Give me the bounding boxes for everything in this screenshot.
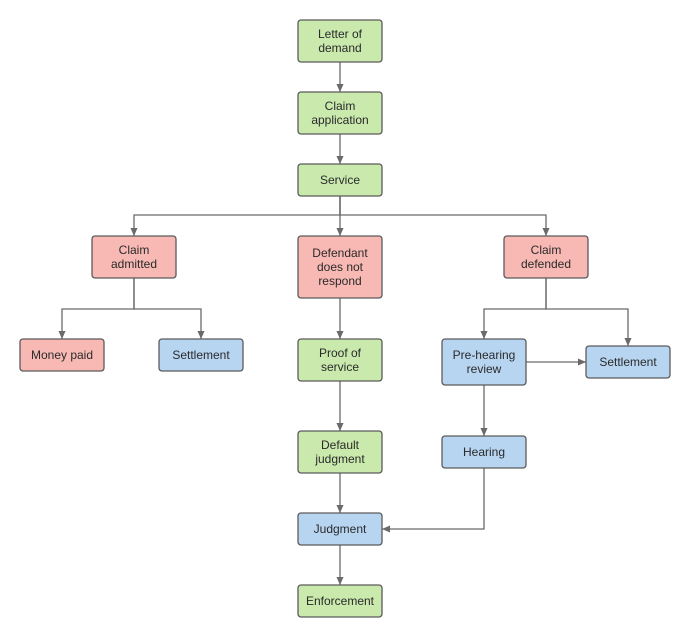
node-label: Default [321, 438, 360, 452]
node-label: admitted [111, 257, 157, 271]
connector-claim-admitted-to-money-paid [58, 278, 135, 339]
node-label: defended [521, 257, 571, 271]
node-settlement-left: Settlement [158, 338, 244, 372]
node-label: demand [318, 41, 361, 55]
node-label: review [467, 362, 502, 376]
node-label: application [311, 113, 368, 127]
node-box [297, 235, 383, 299]
node-service: Service [297, 163, 383, 197]
node-label: Claim [531, 243, 562, 257]
node-label: Defendant [312, 246, 368, 260]
node-box [297, 91, 383, 135]
node-box [158, 338, 244, 372]
node-box [19, 338, 105, 372]
node-label: respond [318, 274, 361, 288]
node-label: Enforcement [306, 594, 375, 608]
node-box [441, 435, 527, 469]
node-box [297, 19, 383, 63]
connector-claim-defended-to-settlement-right [545, 278, 632, 346]
node-judgment: Judgment [297, 512, 383, 546]
node-label: does not [317, 260, 364, 274]
connectors [58, 62, 632, 585]
node-enforcement: Enforcement [297, 584, 383, 618]
node-box [297, 338, 383, 382]
node-label: judgment [314, 452, 365, 466]
node-label: Claim [325, 99, 356, 113]
node-settlement-right: Settlement [585, 345, 671, 379]
node-label: Pre-hearing [453, 348, 516, 362]
node-label: Letter of [318, 27, 363, 41]
node-box [297, 584, 383, 618]
node-box [297, 430, 383, 474]
node-label: Settlement [599, 355, 657, 369]
connector-service-to-claim-admitted [130, 196, 341, 236]
node-label: Proof of [319, 346, 362, 360]
node-money-paid: Money paid [19, 338, 105, 372]
node-hearing: Hearing [441, 435, 527, 469]
node-label: Hearing [463, 445, 505, 459]
connector-claim-defended-to-pre-hearing-review [480, 278, 547, 339]
connector-hearing-to-judgment [382, 468, 485, 533]
node-box [585, 345, 671, 379]
node-label: Money paid [31, 348, 93, 362]
node-label: Service [320, 173, 360, 187]
node-label: Claim [119, 243, 150, 257]
connector-service-to-claim-defended [339, 196, 550, 236]
nodes: Letter ofdemandClaimapplicationServiceCl… [19, 19, 671, 618]
node-box [441, 338, 527, 386]
node-box [297, 512, 383, 546]
node-box [91, 235, 177, 279]
node-label: Judgment [314, 522, 367, 536]
node-label: service [321, 360, 359, 374]
node-box [297, 163, 383, 197]
connector-claim-admitted-to-settlement-left [133, 278, 205, 339]
node-label: Settlement [172, 348, 230, 362]
node-box [503, 235, 589, 279]
